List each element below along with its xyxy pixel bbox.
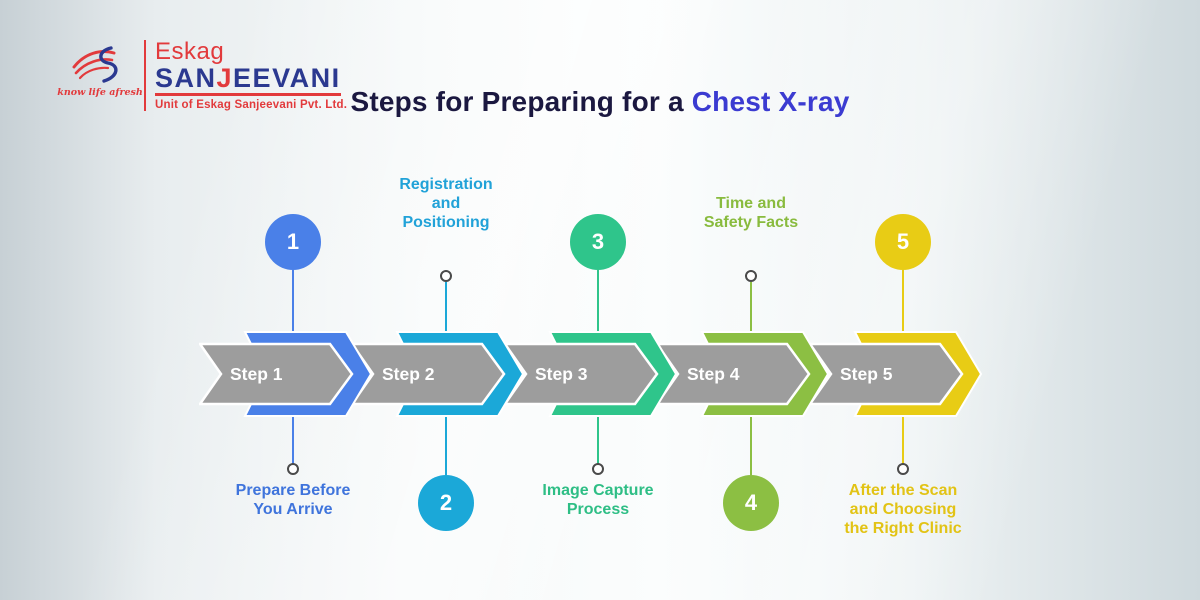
step-number-circle: 4 (723, 475, 779, 531)
brand-text-block: Eskag SANJEEVANI Unit of Eskag Sanjeevan… (155, 40, 347, 111)
marker-ring (287, 463, 299, 475)
arrow-body (656, 342, 811, 406)
marker-ring (592, 463, 604, 475)
step-number-circle: 2 (418, 475, 474, 531)
step-caption: Image Capture Process (542, 482, 654, 518)
connector-line (292, 270, 294, 340)
connector-line (902, 410, 904, 464)
brand-bird-icon (72, 46, 118, 83)
brand-name-san: SAN (155, 63, 217, 93)
step-number-circle: 3 (570, 214, 626, 270)
title-prefix: Steps for Preparing for a (350, 86, 692, 117)
arrow-label: Step 4 (687, 364, 740, 384)
step-column-4: Time and Safety Facts 4 (661, 0, 841, 600)
marker-ring (440, 270, 452, 282)
arrow-label: Step 5 (840, 364, 893, 384)
logo-divider (144, 40, 146, 111)
step-column-1: 1 Prepare Before You Arrive (203, 0, 383, 600)
marker-ring (897, 463, 909, 475)
arrow-label: Step 1 (230, 364, 283, 384)
arrow-body (199, 342, 354, 406)
connector-line (292, 410, 294, 464)
step-arrow-3: Step 3 (504, 331, 678, 417)
marker-ring (745, 270, 757, 282)
brand-name-j: J (216, 63, 234, 93)
connector-line (445, 408, 447, 475)
step-arrow-4: Step 4 (656, 331, 830, 417)
step-arrow-2: Step 2 (351, 331, 525, 417)
step-column-2: Registration and Positioning 2 (356, 0, 536, 600)
step-column-5: 5 After the Scan and Choosing the Right … (813, 0, 993, 600)
page-title: Steps for Preparing for a Chest X-ray (0, 86, 1200, 118)
brand-subtitle: Unit of Eskag Sanjeevani Pvt. Ltd. (155, 99, 348, 111)
brand-name-top: Eskag (155, 38, 225, 65)
step-caption: Registration and Positioning (399, 176, 493, 231)
step-column-3: 3 Image Capture Process (508, 0, 688, 600)
step-caption: Prepare Before You Arrive (235, 482, 351, 518)
logo-icon-block: know life afresh (57, 40, 143, 111)
brand-name-main: SANJEEVANI (155, 64, 341, 96)
brand-logo: know life afresh Eskag SANJEEVANI Unit o… (57, 40, 347, 111)
connector-line (445, 282, 447, 340)
step-arrow-5: Step 5 (809, 331, 983, 417)
step-caption: Time and Safety Facts (703, 195, 799, 231)
arrow-label: Step 3 (535, 364, 588, 384)
connector-line (597, 410, 599, 464)
step-arrow-1: Step 1 (199, 331, 373, 417)
step-number-circle: 5 (875, 214, 931, 270)
arrow-body (809, 342, 964, 406)
step-number-circle: 1 (265, 214, 321, 270)
brand-name-eevani: EEVANI (233, 63, 341, 93)
step-caption: After the Scan and Choosing the Right Cl… (844, 482, 962, 537)
connector-line (902, 270, 904, 340)
arrow-label: Step 2 (382, 364, 435, 384)
connector-line (597, 270, 599, 340)
brand-tagline: know life afresh (57, 87, 143, 98)
title-highlight: Chest X-ray (691, 86, 850, 117)
arrow-body (351, 342, 506, 406)
connector-line (750, 282, 752, 340)
connector-line (750, 408, 752, 475)
arrow-body (504, 342, 659, 406)
